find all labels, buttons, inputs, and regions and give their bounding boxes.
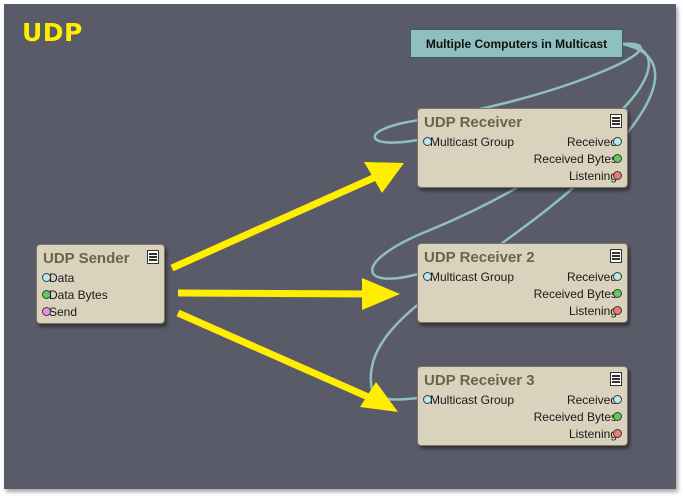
output-port-received[interactable]: Received <box>566 270 622 284</box>
port-label: Received <box>566 135 617 149</box>
port-dot[interactable] <box>42 290 51 299</box>
node-title: UDP Receiver 3 <box>424 372 535 389</box>
output-port-listening[interactable]: Listening <box>568 304 622 318</box>
udp-receiver-node[interactable]: UDP Receiver Multicast Group Received Re… <box>417 108 628 188</box>
port-label: Listening <box>568 427 617 441</box>
input-port-multicast-group[interactable]: Multicast Group <box>423 270 515 284</box>
port-label: Received Bytes <box>533 410 617 424</box>
udp-sender-node[interactable]: UDP Sender Data Data Bytes Send <box>36 244 165 324</box>
output-port-received-bytes[interactable]: Received Bytes <box>533 152 622 166</box>
input-port-send[interactable]: Send <box>42 305 78 319</box>
output-port-received[interactable]: Received <box>566 135 622 149</box>
wire[interactable] <box>369 42 657 401</box>
port-label: Send <box>49 305 78 319</box>
port-label: Received Bytes <box>533 152 617 166</box>
page-title: UDP <box>22 18 83 47</box>
node-menu-icon[interactable] <box>147 250 159 264</box>
port-label: Data <box>49 271 75 285</box>
port-label: Received <box>566 393 617 407</box>
port-label: Received <box>566 270 617 284</box>
port-dot[interactable] <box>613 429 622 438</box>
arrow <box>177 278 400 310</box>
port-dot[interactable] <box>42 273 51 282</box>
port-label: Multicast Group <box>430 135 515 149</box>
comment-box[interactable]: Multiple Computers in Multicast <box>410 29 623 58</box>
port-dot[interactable] <box>423 137 432 146</box>
input-port-multicast-group[interactable]: Multicast Group <box>423 393 515 407</box>
output-port-received[interactable]: Received <box>566 393 622 407</box>
output-port-received-bytes[interactable]: Received Bytes <box>533 287 622 301</box>
port-dot[interactable] <box>42 307 51 316</box>
input-port-multicast-group[interactable]: Multicast Group <box>423 135 515 149</box>
port-label: Received Bytes <box>533 287 617 301</box>
wire[interactable] <box>371 42 651 280</box>
node-menu-icon[interactable] <box>610 114 622 128</box>
port-dot[interactable] <box>613 154 622 163</box>
port-dot[interactable] <box>613 395 622 404</box>
node-menu-icon[interactable] <box>610 372 622 386</box>
udp-receiver-2-node[interactable]: UDP Receiver 2 Multicast Group Received … <box>417 243 628 323</box>
port-dot[interactable] <box>423 395 432 404</box>
port-label: Data Bytes <box>49 288 108 302</box>
arrow <box>170 162 404 272</box>
input-port-data[interactable]: Data <box>42 271 75 285</box>
node-menu-icon[interactable] <box>610 249 622 263</box>
output-port-listening[interactable]: Listening <box>568 169 622 183</box>
node-title: UDP Sender <box>43 250 130 267</box>
node-title: UDP Receiver 2 <box>424 249 535 266</box>
port-label: Multicast Group <box>430 393 515 407</box>
port-dot[interactable] <box>613 137 622 146</box>
port-dot[interactable] <box>423 272 432 281</box>
port-dot[interactable] <box>613 306 622 315</box>
output-port-received-bytes[interactable]: Received Bytes <box>533 410 622 424</box>
udp-receiver-3-node[interactable]: UDP Receiver 3 Multicast Group Received … <box>417 366 628 446</box>
port-dot[interactable] <box>613 171 622 180</box>
port-label: Multicast Group <box>430 270 515 284</box>
input-port-data-bytes[interactable]: Data Bytes <box>42 288 108 302</box>
arrow <box>176 309 398 412</box>
output-port-listening[interactable]: Listening <box>568 427 622 441</box>
port-label: Listening <box>568 304 617 318</box>
port-dot[interactable] <box>613 272 622 281</box>
port-dot[interactable] <box>613 289 622 298</box>
port-dot[interactable] <box>613 412 622 421</box>
node-title: UDP Receiver <box>424 114 523 131</box>
port-label: Listening <box>568 169 617 183</box>
